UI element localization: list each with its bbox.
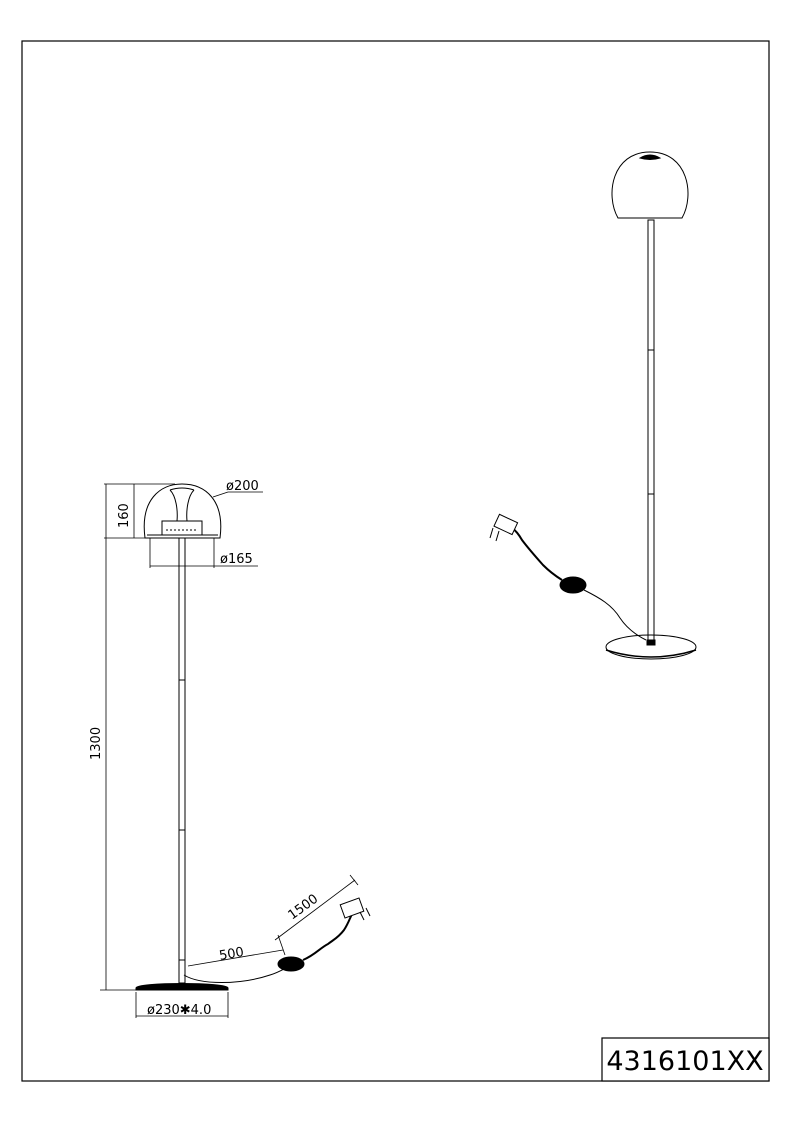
dim-base: ø230✱4.0	[147, 1003, 211, 1018]
cable-to-plug	[302, 913, 353, 961]
article-number: 4316101XX	[606, 1046, 763, 1077]
stem	[178, 537, 186, 984]
article-number-box: 4316101XX	[601, 1037, 770, 1082]
dimension-lines	[100, 483, 359, 1018]
dim-opening-diameter: ø165	[220, 552, 253, 567]
plug	[339, 897, 371, 921]
perspective-plug	[489, 513, 519, 542]
base	[135, 983, 229, 991]
perspective-base	[605, 634, 697, 660]
shade-outline	[143, 483, 222, 539]
perspective-foot-switch	[559, 576, 587, 594]
drawing-frame	[21, 40, 770, 1082]
perspective-cable	[583, 589, 647, 641]
dim-shade-diameter: ø200	[226, 479, 259, 494]
dim-cable-switch: 500	[218, 945, 245, 964]
foot-switch	[277, 956, 305, 972]
front-view-lamp	[135, 483, 371, 991]
dim-shade-height: 160	[117, 503, 132, 528]
perspective-stem	[647, 219, 655, 641]
led-module	[161, 520, 203, 536]
perspective-view-lamp	[489, 151, 697, 660]
cable	[183, 964, 293, 983]
inner-reflector	[169, 489, 195, 522]
dim-total-height: 1300	[89, 727, 104, 760]
perspective-shade	[611, 151, 689, 219]
